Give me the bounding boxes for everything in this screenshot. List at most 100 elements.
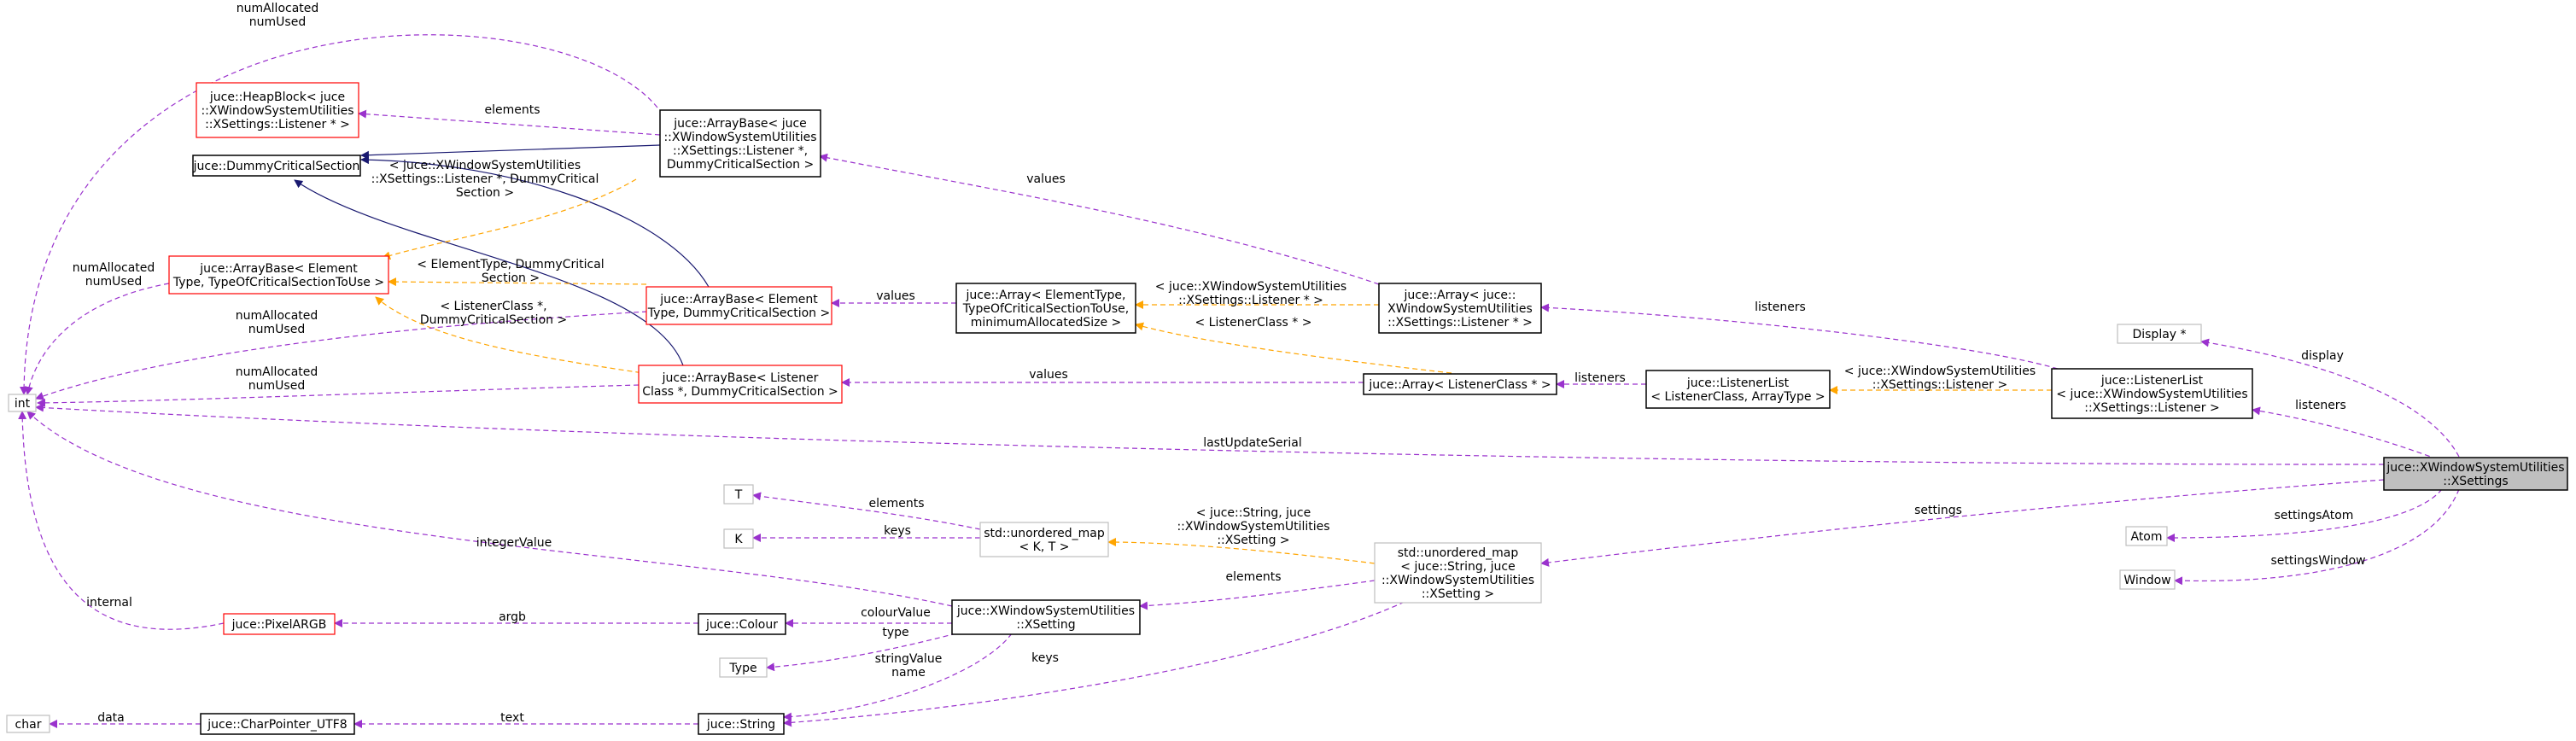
node-arraybasegeneric[interactable]: juce::ArrayBase< ElementType, TypeOfCrit… bbox=[168, 255, 389, 295]
node-t[interactable]: T bbox=[723, 484, 754, 505]
edge-array-xs-to-arraybase-xs bbox=[819, 153, 1380, 285]
edge-label-line: ::XSettings::Listener * > bbox=[1178, 294, 1323, 307]
edge-label-line: listeners bbox=[1574, 371, 1626, 385]
node-label-line: juce::PixelARGB bbox=[231, 618, 327, 632]
node-listenerlistxs[interactable]: juce::ListenerList< juce::XWindowSystemU… bbox=[2051, 368, 2253, 419]
node-charpointer[interactable]: juce::CharPointer_UTF8 bbox=[200, 713, 355, 735]
node-colour[interactable]: juce::Colour bbox=[698, 613, 786, 635]
node-label-line: int bbox=[15, 397, 31, 411]
edge-arraybase-elem-to-int bbox=[35, 311, 648, 400]
node-pixelargb[interactable]: juce::PixelARGB bbox=[223, 613, 336, 635]
node-label-line: ::XSetting bbox=[1016, 618, 1075, 632]
edge-label-line: ::XWindowSystemUtilities bbox=[1177, 520, 1329, 534]
edge-xsettings-to-atom bbox=[2166, 488, 2443, 542]
node-unorderedmapxs[interactable]: std::unordered_map< juce::String, juce::… bbox=[1374, 542, 1542, 604]
node-arraylistener[interactable]: juce::Array< ListenerClass * > bbox=[1363, 373, 1557, 395]
node-label-line: Type bbox=[728, 662, 756, 675]
node-int[interactable]: int bbox=[8, 394, 37, 412]
edge-label-listenerclass-ptr: < ListenerClass * > bbox=[1195, 316, 1312, 330]
node-box bbox=[955, 283, 1136, 334]
node-label-line: ::XWindowSystemUtilities bbox=[201, 104, 353, 118]
node-box bbox=[645, 286, 832, 325]
node-listenerlistgeneric[interactable]: juce::ListenerList< ListenerClass, Array… bbox=[1645, 370, 1831, 409]
node-arraybasexs[interactable]: juce::ArrayBase< juce::XWindowSystemUtil… bbox=[659, 109, 821, 178]
node-label-line: T bbox=[734, 488, 743, 502]
node-arraygeneric[interactable]: juce::Array< ElementType, TypeOfCritical… bbox=[955, 283, 1136, 334]
edge-label-line: ::XSettings::Listener *, DummyCritical bbox=[371, 172, 599, 186]
edge-array-listener-to-generic bbox=[1135, 322, 1452, 374]
node-label-line: ::XSettings::Listener * > bbox=[1387, 316, 1533, 330]
edge-label-keys-string: keys bbox=[1031, 651, 1059, 665]
node-label-line: juce::Colour bbox=[705, 618, 778, 632]
edge-label-line: numAllocated bbox=[236, 365, 318, 379]
node-label-line: < juce::XWindowSystemUtilities bbox=[2056, 388, 2247, 401]
node-heapblock[interactable]: juce::HeapBlock< juce::XWindowSystemUtil… bbox=[196, 82, 359, 138]
edge-label-settings: settings bbox=[1914, 504, 1962, 517]
edge-label-values-top: values bbox=[1026, 172, 1066, 186]
edge-label-line: numAllocated bbox=[237, 2, 319, 15]
node-box bbox=[723, 484, 754, 505]
edge-label-line: keys bbox=[1031, 651, 1059, 665]
node-xsettings[interactable]: juce::XWindowSystemUtilities::XSettings bbox=[2383, 457, 2568, 491]
edge-label-line: ::XSetting > bbox=[1217, 534, 1289, 547]
node-label-line: juce::ListenerList bbox=[1686, 376, 1790, 390]
node-unorderedmapkt[interactable]: std::unordered_map< K, T > bbox=[979, 522, 1109, 557]
edge-label-values-mid: values bbox=[876, 289, 915, 303]
node-box bbox=[719, 657, 768, 678]
node-box bbox=[2383, 457, 2568, 491]
edge-label-line: < juce::String, juce bbox=[1196, 506, 1311, 520]
edge-label-line: data bbox=[97, 711, 125, 725]
edge-xsetting-to-type bbox=[766, 633, 957, 672]
edge-label-line: numUsed bbox=[248, 323, 305, 336]
node-xsetting[interactable]: juce::XWindowSystemUtilities::XSetting bbox=[951, 599, 1141, 635]
edge-label-listeners-upper: listeners bbox=[1755, 300, 1806, 314]
edge-label-line: numAllocated bbox=[73, 261, 155, 275]
edge-label-line: elements bbox=[484, 103, 540, 117]
node-type[interactable]: Type bbox=[719, 657, 768, 678]
edge-label-line: display bbox=[2301, 349, 2344, 363]
edge-label-internal: internal bbox=[86, 596, 132, 610]
edge-arraybase-elem-to-dummycs bbox=[360, 155, 710, 288]
node-window[interactable]: Window bbox=[2119, 569, 2176, 590]
node-label-line: char bbox=[15, 718, 42, 732]
node-label-line: juce::ArrayBase< Element bbox=[199, 262, 358, 276]
node-label-line: ::XSettings::Listener *, bbox=[673, 144, 808, 158]
edge-label-integervalue: integerValue bbox=[476, 536, 552, 550]
node-label-line: juce::ArrayBase< Listener bbox=[662, 371, 819, 385]
edge-map-xs-to-xsetting bbox=[1139, 580, 1376, 610]
edge-arraybase-listener-to-dummycs bbox=[294, 179, 684, 366]
node-box bbox=[1378, 283, 1542, 334]
edge-map-kt-to-T bbox=[752, 492, 981, 530]
node-atom[interactable]: Atom bbox=[2125, 526, 2168, 546]
node-display[interactable]: Display * bbox=[2117, 324, 2202, 344]
edge-label-keys-k: keys bbox=[884, 524, 911, 538]
node-box bbox=[1374, 542, 1542, 604]
node-arraybaselistener[interactable]: juce::ArrayBase< ListenerClass *, DummyC… bbox=[638, 365, 843, 404]
node-label-line: std::unordered_map bbox=[984, 527, 1105, 540]
edge-label-argb: argb bbox=[499, 610, 526, 624]
node-label-line: ::XSettings::Listener * > bbox=[205, 118, 350, 131]
node-arrayxs[interactable]: juce::Array< juce::XWindowSystemUtilitie… bbox=[1378, 283, 1542, 334]
node-label-line: DummyCriticalSection > bbox=[667, 158, 814, 172]
node-label-line: < juce::String, juce bbox=[1400, 560, 1515, 574]
node-box bbox=[223, 613, 336, 635]
node-arraybaseelem[interactable]: juce::ArrayBase< ElementType, DummyCriti… bbox=[645, 286, 832, 325]
edge-label-line: DummyCriticalSection > bbox=[420, 313, 567, 327]
node-label-line: < ListenerClass, ArrayType > bbox=[1650, 390, 1825, 404]
node-k[interactable]: K bbox=[723, 528, 754, 549]
node-string[interactable]: juce::String bbox=[698, 713, 785, 735]
edge-xsettings-to-int bbox=[35, 403, 2385, 465]
node-char[interactable]: char bbox=[6, 715, 50, 733]
edge-label-line: numUsed bbox=[249, 15, 306, 29]
node-label-line: juce::XWindowSystemUtilities bbox=[2386, 461, 2564, 475]
node-dummycs[interactable]: juce::DummyCriticalSection bbox=[192, 155, 361, 177]
node-box bbox=[698, 613, 786, 635]
edge-label-line: < juce::XWindowSystemUtilities bbox=[1155, 280, 1346, 294]
node-box bbox=[2125, 526, 2168, 546]
edge-label-values-low: values bbox=[1029, 368, 1068, 382]
edge-label-array-xs-args: < juce::XWindowSystemUtilities::XSetting… bbox=[1155, 280, 1346, 307]
edge-label-elements-xsetting: elements bbox=[1225, 570, 1281, 584]
